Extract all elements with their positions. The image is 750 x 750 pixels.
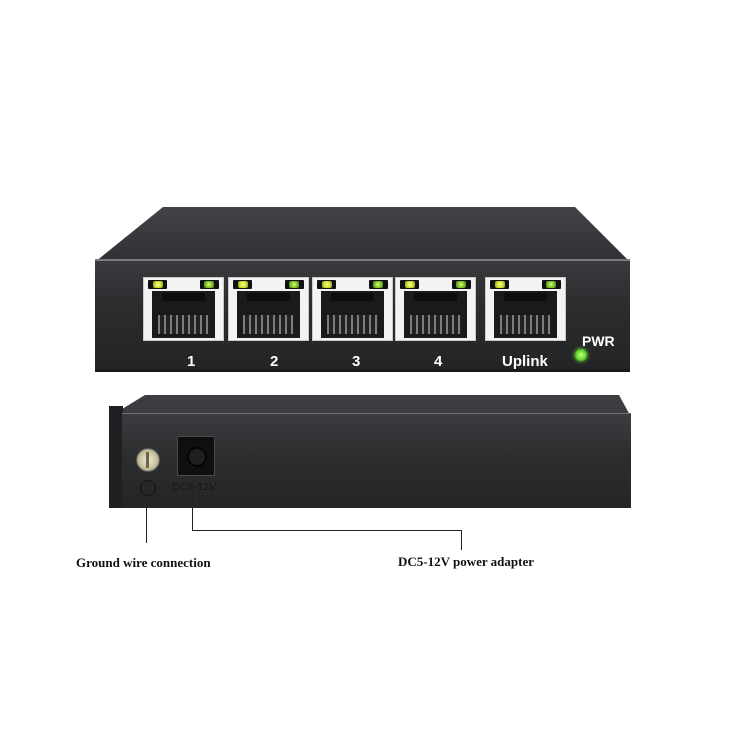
link-led-icon xyxy=(233,280,252,289)
activity-led-icon xyxy=(452,280,471,289)
pwr-label: PWR xyxy=(582,333,615,349)
ethernet-port-4 xyxy=(395,277,476,341)
activity-led-icon xyxy=(285,280,304,289)
ground-screw-icon xyxy=(136,448,160,472)
dc-power-jack-icon xyxy=(177,436,215,476)
switch-rear-side xyxy=(109,406,123,508)
rj45-jack-icon xyxy=(494,291,557,338)
ground-callout-line xyxy=(146,480,147,543)
rj45-jack-icon xyxy=(237,291,300,338)
ground-wire-caption: Ground wire connection xyxy=(76,555,211,570)
port-label-4: 4 xyxy=(434,353,443,370)
switch-front-panel: 1 2 3 4 Uplink PWR xyxy=(95,259,630,372)
switch-top-panel xyxy=(95,207,630,262)
ethernet-port-2 xyxy=(228,277,309,341)
activity-led-icon xyxy=(369,280,388,289)
port-label-2: 2 xyxy=(270,353,279,370)
ethernet-port-3 xyxy=(312,277,393,341)
power-callout-line-horizontal xyxy=(192,530,462,531)
power-callout-line-vertical xyxy=(192,480,193,531)
link-led-icon xyxy=(490,280,509,289)
port-label-3: 3 xyxy=(352,353,361,370)
activity-led-icon xyxy=(200,280,219,289)
power-led-icon xyxy=(575,349,587,361)
link-led-icon xyxy=(400,280,419,289)
dc-jack-marking: DC5-12V xyxy=(172,482,217,493)
ethernet-port-uplink xyxy=(485,277,566,341)
switch-rear-panel: DC5-12V xyxy=(122,413,631,508)
rj45-jack-icon xyxy=(152,291,215,338)
ground-symbol-icon xyxy=(140,480,156,496)
link-led-icon xyxy=(317,280,336,289)
link-led-icon xyxy=(148,280,167,289)
activity-led-icon xyxy=(542,280,561,289)
port-label-uplink: Uplink xyxy=(502,353,548,370)
power-callout-line-drop xyxy=(461,530,462,550)
switch-rear-top-panel xyxy=(109,395,631,417)
rj45-jack-icon xyxy=(404,291,467,338)
port-label-1: 1 xyxy=(187,353,196,370)
rj45-jack-icon xyxy=(321,291,384,338)
ethernet-port-1 xyxy=(143,277,224,341)
power-adapter-caption: DC5-12V power adapter xyxy=(398,554,535,569)
